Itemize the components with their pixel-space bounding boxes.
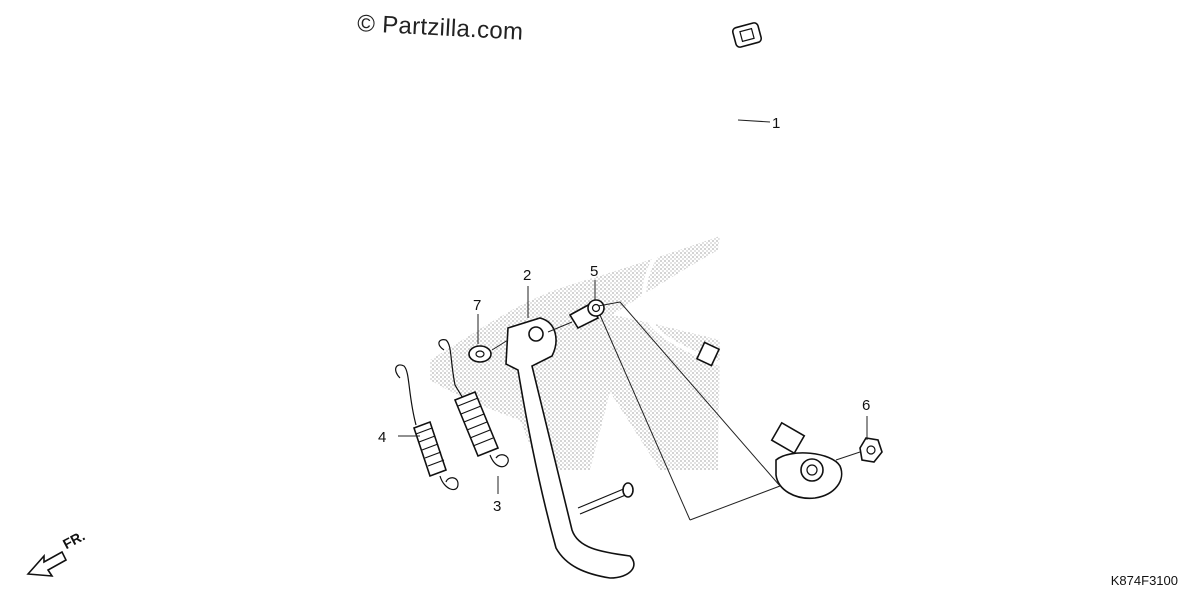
arrow-down-left-icon: [26, 550, 68, 577]
side-stand-bar[interactable]: [505, 317, 635, 579]
assembly-guide-lines: [491, 301, 861, 521]
callout-4[interactable]: 4: [378, 429, 386, 446]
pivot-bolt[interactable]: [568, 299, 605, 330]
callout-2[interactable]: 2: [523, 267, 531, 284]
side-stand-spring-outer[interactable]: [395, 364, 459, 491]
side-stand-spring-inner[interactable]: [438, 339, 509, 468]
callout-7[interactable]: 7: [473, 297, 481, 314]
callout-6[interactable]: 6: [862, 397, 870, 414]
callout-leaders: [398, 119, 868, 494]
diagram-code: K874F3100: [1110, 573, 1178, 588]
callout-5[interactable]: 5: [590, 263, 598, 280]
switch-nut[interactable]: [859, 437, 883, 463]
callout-1[interactable]: 1: [772, 115, 780, 132]
callout-3[interactable]: 3: [493, 498, 501, 515]
halftone-wing-logo: [430, 236, 720, 470]
washer[interactable]: [468, 345, 492, 363]
side-stand-switch[interactable]: [642, 22, 843, 500]
